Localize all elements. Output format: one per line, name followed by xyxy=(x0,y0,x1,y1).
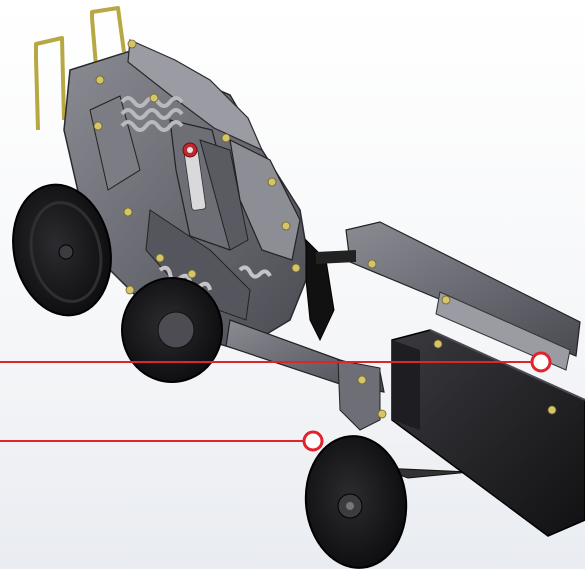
lower-spring xyxy=(158,265,272,291)
bolts xyxy=(93,39,557,419)
gauge-wheel xyxy=(12,183,112,317)
callout-marker-upper[interactable] xyxy=(529,350,553,374)
closing-arm xyxy=(225,238,471,479)
red-accent xyxy=(182,142,198,158)
callout-marker-lower[interactable] xyxy=(301,429,325,453)
closing-disc xyxy=(304,435,408,569)
opener-disc xyxy=(121,277,223,383)
lift-handle xyxy=(34,6,126,131)
press-bar-assembly xyxy=(316,221,581,371)
